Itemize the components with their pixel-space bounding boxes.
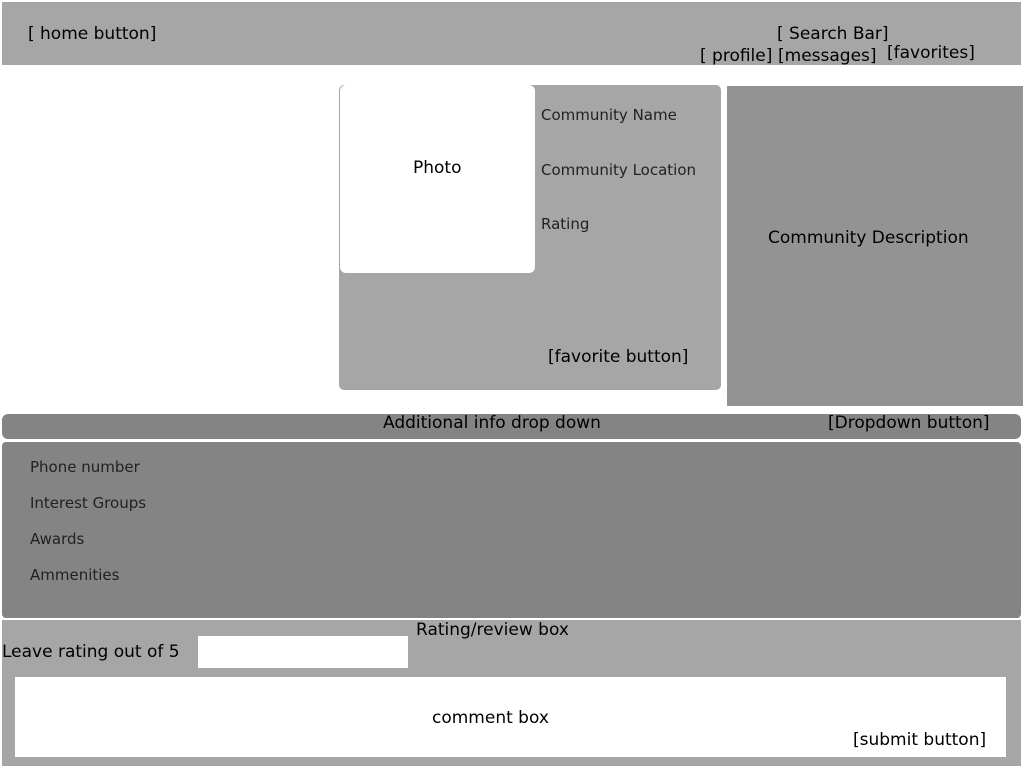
awards-item: Awards xyxy=(30,530,85,548)
community-photo xyxy=(340,85,535,273)
amenities-item: Ammenities xyxy=(30,566,120,584)
profile-button[interactable]: [ profile] xyxy=(700,46,773,66)
home-button[interactable]: [ home button] xyxy=(28,24,157,44)
comment-box-label: comment box xyxy=(432,708,549,728)
additional-info-title: Additional info drop down xyxy=(383,413,601,433)
favorite-button[interactable]: [favorite button] xyxy=(548,347,689,367)
community-rating: Rating xyxy=(541,215,590,233)
additional-info-panel xyxy=(2,442,1021,618)
community-location: Community Location xyxy=(541,161,697,179)
community-name: Community Name xyxy=(541,106,677,124)
favorites-button[interactable]: [favorites] xyxy=(887,43,975,63)
search-bar[interactable]: [ Search Bar] xyxy=(777,24,889,44)
photo-label: Photo xyxy=(413,158,462,178)
top-nav-bar xyxy=(2,2,1021,65)
dropdown-button[interactable]: [Dropdown button] xyxy=(828,413,990,433)
comment-box[interactable] xyxy=(15,677,1006,757)
messages-button[interactable]: [messages] xyxy=(778,46,877,66)
phone-number-item: Phone number xyxy=(30,458,140,476)
submit-button[interactable]: [submit button] xyxy=(853,730,987,750)
rating-prompt-label: Leave rating out of 5 xyxy=(2,642,180,662)
additional-info-dropdown-bar[interactable] xyxy=(2,414,1021,439)
rating-input[interactable] xyxy=(198,636,408,668)
community-description-panel xyxy=(727,86,1023,406)
review-box-title: Rating/review box xyxy=(416,620,569,640)
community-description: Community Description xyxy=(768,228,969,248)
interest-groups-item: Interest Groups xyxy=(30,494,147,512)
